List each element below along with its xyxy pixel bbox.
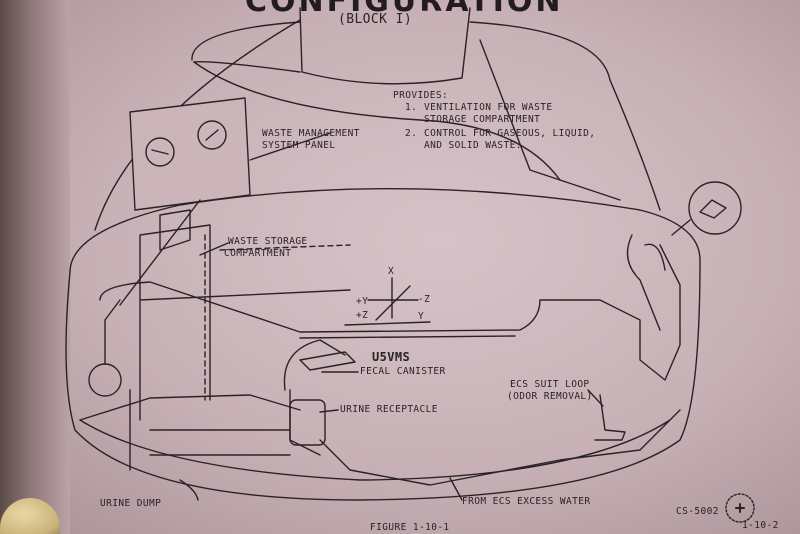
pipe-parallel: [299, 321, 516, 339]
body-top-rim: [69, 187, 701, 273]
receptacle-leader: [319, 409, 339, 413]
hatch-outline: [299, 7, 471, 85]
odor-removal-filter: [594, 394, 626, 441]
cone-inner-line: [193, 61, 561, 181]
ecs-pipe-loop: [99, 244, 681, 381]
detail-callout-leader: [671, 219, 691, 236]
body-floor: [79, 419, 671, 481]
vent-box: [159, 209, 191, 251]
cone-upper-rim: [191, 21, 661, 211]
figure-caption: FIGURE 1-10-1: [370, 522, 450, 533]
excess-water-line: [319, 409, 681, 486]
stamp-mark: [735, 503, 745, 513]
hidden-lines: [204, 234, 351, 401]
detail-callout: [688, 181, 742, 235]
provides-heading: PROVIDES:: [393, 90, 449, 101]
section-title: CONFIGURATION: [245, 0, 564, 19]
panel-leader: [119, 199, 201, 306]
excess-water-leader: [449, 477, 463, 501]
panel-label-line1: WASTE MANAGEMENT: [262, 128, 360, 139]
dump-line: [79, 394, 301, 421]
axis-x: X: [388, 266, 395, 277]
document-code: CS-5002: [676, 506, 719, 517]
axis-plus-z: +Z: [356, 310, 369, 321]
storage-label-line2: COMPARTMENT: [224, 248, 292, 259]
panel-label-line2: SYSTEM PANEL: [262, 140, 336, 151]
page-number: 1-10-2: [742, 520, 779, 531]
body-outline: [65, 259, 701, 501]
provides-item-2-num: 2.: [405, 128, 418, 139]
cone-hatch-join: [193, 61, 301, 73]
axis-minus-z: -Z: [418, 294, 431, 305]
ecs-suit-loop-label: ECS SUIT LOOP: [510, 379, 590, 390]
axis-y: Y: [418, 311, 425, 322]
panel-dial-left: [145, 137, 175, 167]
urine-receptacle-label: URINE RECEPTACLE: [340, 404, 438, 415]
provides-item-1-line2: STORAGE COMPARTMENT: [424, 114, 541, 125]
book-spine-shadow: [0, 0, 70, 534]
block-label: (BLOCK I): [338, 12, 413, 27]
excess-water-label: FROM ECS EXCESS WATER: [462, 496, 591, 507]
storage-sphere: [88, 363, 122, 397]
fecal-fitting: [299, 351, 356, 371]
storage-label-line1: WASTE STORAGE: [228, 236, 308, 247]
provides-item-1-line1: VENTILATION FOR WASTE: [424, 102, 553, 113]
storage-compartment: [139, 224, 351, 421]
uvms-label: U5VMS: [372, 350, 411, 364]
panel-dial-pointers: [151, 129, 219, 155]
sphere-feed: [104, 299, 121, 365]
axis-triad: [367, 277, 419, 321]
urine-dump-label: URINE DUMP: [100, 498, 162, 509]
fecal-canister-label: FECAL CANISTER: [360, 366, 446, 377]
provides-item-2-line2: AND SOLID WASTE.: [424, 140, 522, 151]
urine-dump-leader: [179, 479, 199, 501]
floor-box: [129, 389, 291, 471]
axis-plus-y: +Y: [356, 296, 369, 307]
storage-leader: [199, 242, 229, 256]
upper-right-pipes: [626, 234, 666, 331]
page-stamp: [725, 493, 755, 523]
detail-callout-glyph: [699, 199, 727, 219]
panel-dial-right: [197, 120, 227, 150]
provides-item-2-line1: CONTROL FOR GASEOUS, LIQUID,: [424, 128, 596, 139]
panel-label-leader: [249, 132, 331, 161]
panel-frame: [129, 97, 251, 211]
ecs-leader: [587, 389, 604, 407]
urine-receptacle-body: [289, 399, 326, 446]
provides-item-1-num: 1.: [405, 102, 418, 113]
cone-strut: [479, 39, 621, 201]
odor-removal-label: (ODOR REMOVAL): [507, 391, 593, 402]
